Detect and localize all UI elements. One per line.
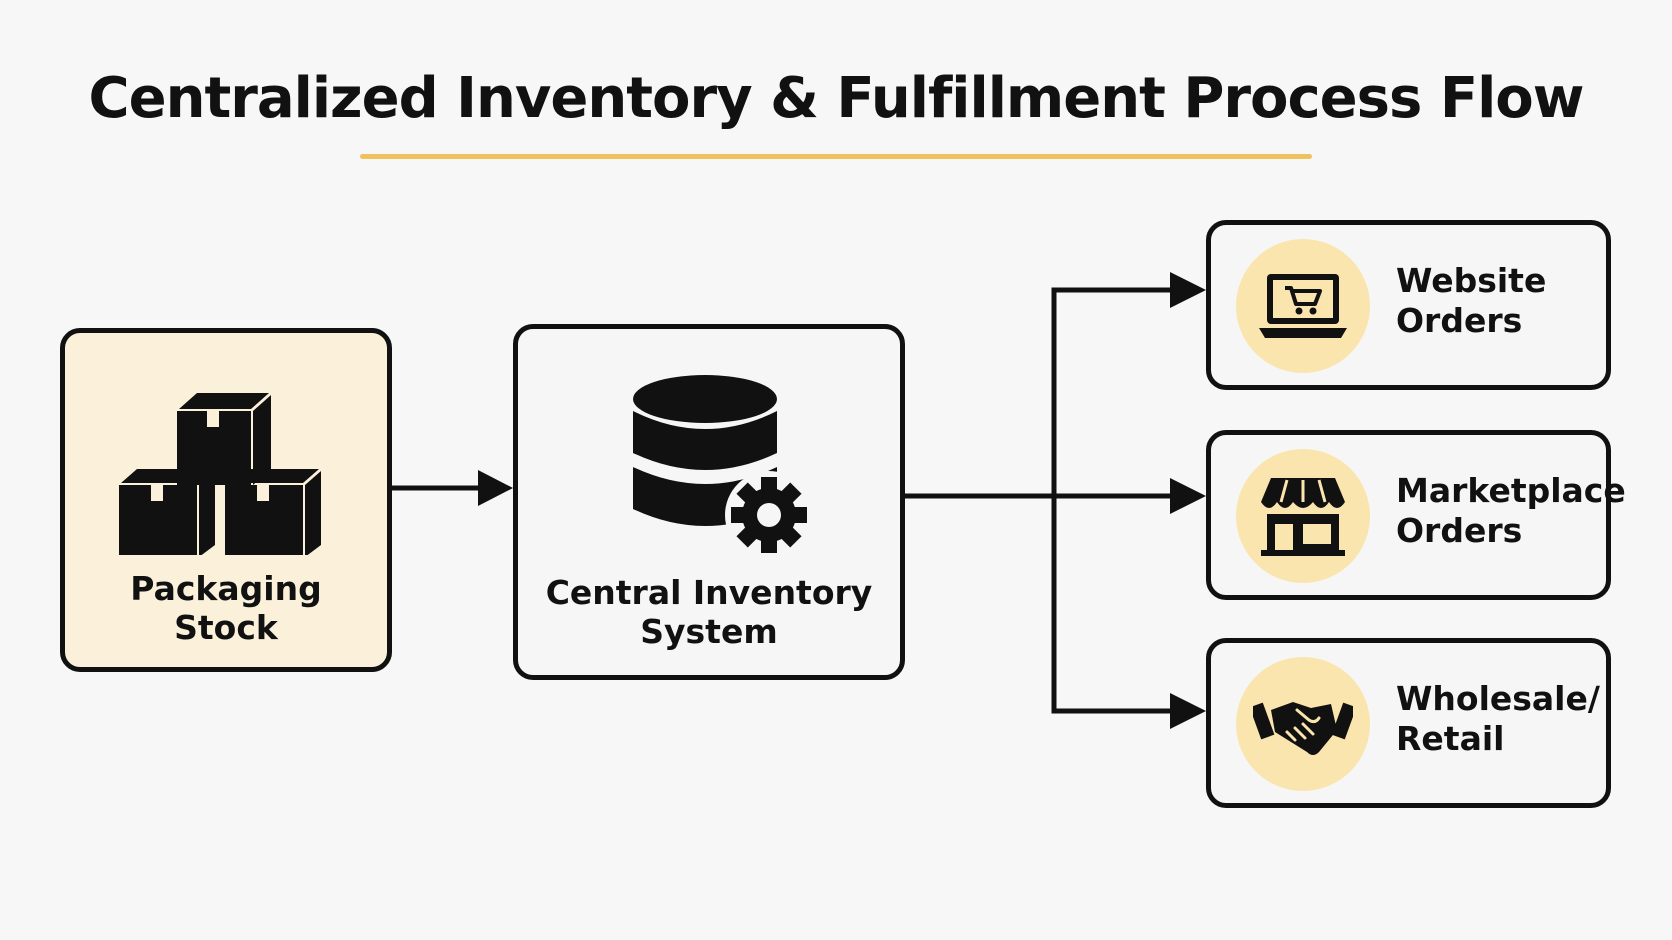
storefront-icon [1261,478,1345,556]
arrowhead-website [1170,272,1206,308]
wholesale-retail-label-line2: Retail [1396,719,1505,758]
central-inventory-label-line1: Central Inventory [545,573,873,612]
edge-central-to-wholesale [1051,496,1172,714]
packaging-stock-label-line2: Stock [174,608,278,647]
handshake-icon [1253,702,1353,755]
central-inventory-label-line2: System [640,612,778,651]
arrowhead-central [478,470,513,506]
central-inventory-node: Central Inventory System [513,324,905,680]
marketplace-orders-label: Marketplace Orders [1396,471,1626,551]
wholesale-retail-node: Wholesale/ Retail [1206,638,1611,808]
packaging-stock-node: Packaging Stock [60,328,392,672]
database-gear-icon [633,371,813,565]
title-underline [360,154,1312,159]
packaging-stock-label-line1: Packaging [130,569,322,608]
website-orders-node: Website Orders [1206,220,1611,390]
website-orders-label: Website Orders [1396,261,1546,341]
wholesale-retail-badge [1236,657,1370,791]
diagram-title: Centralized Inventory & Fulfillment Proc… [88,66,1585,131]
laptop-cart-icon [1259,274,1347,338]
wholesale-retail-label: Wholesale/ Retail [1396,679,1600,759]
arrowhead-wholesale [1170,693,1206,729]
marketplace-orders-label-line2: Orders [1396,511,1523,550]
website-orders-badge [1236,239,1370,373]
marketplace-orders-label-line1: Marketplace [1396,471,1626,510]
central-inventory-label: Central Inventory System [518,573,900,651]
edge-central-to-website [1051,287,1172,496]
marketplace-orders-badge [1236,449,1370,583]
website-orders-label-line1: Website [1396,261,1547,300]
arrowhead-marketplace [1170,478,1206,514]
website-orders-label-line2: Orders [1396,301,1523,340]
stacked-boxes-icon [117,385,339,559]
packaging-stock-label: Packaging Stock [65,569,387,647]
marketplace-orders-node: Marketplace Orders [1206,430,1626,600]
wholesale-retail-label-line1: Wholesale/ [1396,679,1600,718]
